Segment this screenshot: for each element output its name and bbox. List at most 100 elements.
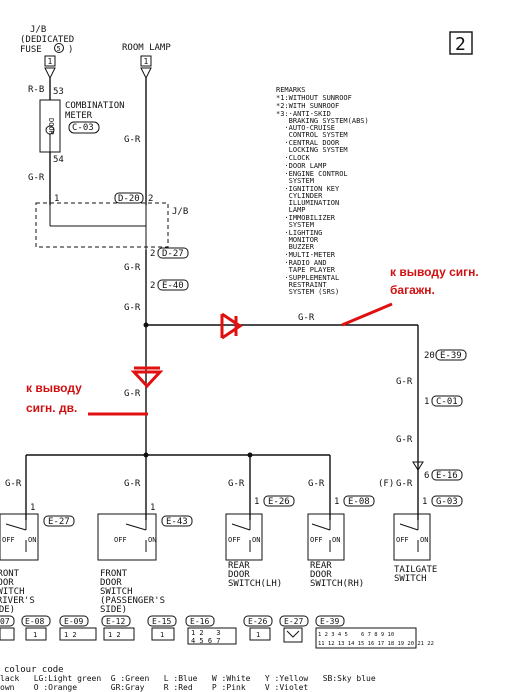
svg-text:SIDE): SIDE) bbox=[0, 605, 15, 615]
tailgate-switch: 1 G-03 OFF ON TAILGATE SWITCH bbox=[393, 495, 463, 584]
pin-54: 54 bbox=[53, 155, 64, 165]
remarks-line: ·DOOR LAMP bbox=[276, 162, 327, 170]
term-box-left bbox=[44, 55, 56, 67]
remarks-line: BUZZER bbox=[276, 243, 315, 251]
jb-conn-bottom: D-27 bbox=[162, 249, 184, 259]
svg-text:1: 1 bbox=[30, 503, 35, 513]
svg-text:OFF: OFF bbox=[310, 536, 323, 544]
remarks-line: ·MULTI-METER bbox=[276, 251, 336, 259]
svg-text:ON: ON bbox=[148, 536, 156, 544]
remarks-line: TAPE PLAYER bbox=[276, 266, 336, 274]
remarks: REMARKS *1:WITHOUT SUNROOF *2:WITH SUNRO… bbox=[276, 86, 369, 296]
remarks-line: CYLINDER bbox=[276, 192, 323, 200]
svg-text:07: 07 bbox=[0, 617, 10, 626]
jb-label: J/B bbox=[172, 207, 188, 217]
dedicated-label: (DEDICATED bbox=[20, 35, 74, 45]
svg-text:1: 1 bbox=[33, 631, 37, 639]
svg-text:(DRIVER'S: (DRIVER'S bbox=[0, 596, 35, 606]
remarks-line: ·CENTRAL DOOR bbox=[276, 139, 340, 147]
trunk-diode-icon bbox=[220, 312, 243, 340]
svg-text:TAILGATE: TAILGATE bbox=[394, 565, 437, 575]
remarks-line: *2:WITH SUNROOF bbox=[276, 102, 339, 110]
wire-gr-tail-2: G-R bbox=[396, 435, 413, 445]
remarks-line: ·ENGINE CONTROL bbox=[276, 170, 348, 178]
pin-e16: 6 bbox=[424, 471, 429, 481]
wire-gr-b4: G-R bbox=[308, 479, 325, 489]
svg-text:ON: ON bbox=[28, 536, 36, 544]
svg-text:1: 1 bbox=[256, 631, 260, 639]
svg-text:E-16: E-16 bbox=[190, 617, 209, 626]
fuse-close: ) bbox=[68, 45, 73, 55]
combination-label-1: COMBINATION bbox=[65, 101, 125, 111]
room-lamp-arrow-icon bbox=[140, 67, 152, 80]
trunk-annotation-1: к выводу сигн. bbox=[390, 265, 479, 279]
wire-gr-main-1: G-R bbox=[124, 263, 141, 273]
front-door-switch-passenger: 1 E-43 OFF ON FRONT DOOR SWITCH (PASSENG… bbox=[97, 503, 193, 615]
conn-e16: E-16 bbox=[436, 471, 458, 481]
svg-text:1: 1 bbox=[254, 497, 259, 507]
f-label: (F) bbox=[378, 479, 394, 489]
remarks-line: LAMP bbox=[276, 206, 306, 214]
svg-text:G-03: G-03 bbox=[436, 497, 458, 507]
svg-text:ON: ON bbox=[332, 536, 340, 544]
term-left: 1 bbox=[48, 57, 53, 66]
svg-text:1 2 3 4 5 6 7 8 9 10: 1 2 3 4 5 6 7 8 9 10 bbox=[318, 632, 394, 638]
svg-text:1: 1 bbox=[150, 503, 155, 513]
remarks-line: LOCKING SYSTEM bbox=[276, 146, 348, 154]
svg-text:4 5 6 7: 4 5 6 7 bbox=[191, 637, 221, 645]
page-number: 2 bbox=[455, 34, 466, 55]
svg-text:1: 1 bbox=[160, 631, 164, 639]
remarks-line: CONTROL SYSTEM bbox=[276, 131, 348, 139]
remarks-line: SYSTEM bbox=[276, 221, 314, 229]
svg-text:E-15: E-15 bbox=[152, 617, 171, 626]
jb-conn-top: D-20 bbox=[118, 194, 140, 204]
wire-gr-b3: G-R bbox=[228, 479, 245, 489]
svg-text:REAR: REAR bbox=[228, 561, 250, 571]
trunk-annotation-2: багажн. bbox=[390, 283, 435, 297]
remarks-line: ·AUTO-CRUISE bbox=[276, 124, 335, 132]
term-box-right bbox=[140, 55, 152, 67]
fuse-label: FUSE bbox=[20, 45, 42, 55]
remarks-line: ·RADIO AND bbox=[276, 259, 327, 267]
conn-c01: C-01 bbox=[436, 397, 458, 407]
door-diode-icon bbox=[130, 366, 164, 389]
svg-text:SWITCH(RH): SWITCH(RH) bbox=[310, 579, 364, 589]
wire-rb: R-B bbox=[28, 85, 44, 95]
term-right: 1 bbox=[144, 57, 149, 66]
page-number-box bbox=[449, 31, 473, 55]
svg-text:E-08: E-08 bbox=[348, 497, 370, 507]
remarks-line: *3:·ANTI-SKID bbox=[276, 110, 331, 118]
svg-text:1: 1 bbox=[334, 497, 339, 507]
svg-text:DOOR: DOOR bbox=[310, 570, 332, 580]
svg-text:E-12: E-12 bbox=[106, 617, 125, 626]
svg-text:E-39: E-39 bbox=[320, 617, 339, 626]
wire-gr-left: G-R bbox=[28, 173, 45, 183]
svg-text:REAR: REAR bbox=[310, 561, 332, 571]
wire-gr-main-2: G-R bbox=[124, 303, 141, 313]
remarks-line: BRAKING SYSTEM(ABS) bbox=[276, 117, 369, 125]
wire-gr-b1: G-R bbox=[5, 479, 22, 489]
remarks-line: ·LIGHTING bbox=[276, 229, 322, 237]
front-door-switch-driver: 1 E-27 OFF ON FRONT DOOR SWITCH (DRIVER'… bbox=[0, 503, 75, 615]
connector-mark-icon bbox=[286, 630, 300, 638]
svg-text:ON: ON bbox=[252, 536, 260, 544]
svg-text:(PASSENGER'S: (PASSENGER'S bbox=[100, 596, 165, 606]
remarks-title: REMARKS bbox=[276, 86, 306, 94]
svg-text:FRONT: FRONT bbox=[0, 569, 20, 579]
room-lamp-label: ROOM LAMP bbox=[122, 43, 171, 53]
svg-text:DOOR: DOOR bbox=[228, 570, 250, 580]
svg-text:1 2: 1 2 bbox=[64, 631, 77, 639]
wire-gr-room: G-R bbox=[124, 135, 141, 145]
conn-e39: E-39 bbox=[440, 351, 462, 361]
svg-text:OFF: OFF bbox=[228, 536, 241, 544]
remarks-line: ILLUMINATION bbox=[276, 199, 339, 207]
wire-gr-main-3: G-R bbox=[124, 389, 141, 399]
door-annotation-1: к выводу bbox=[26, 381, 82, 395]
jb-pin-left: 1 bbox=[54, 194, 59, 204]
svg-text:ON: ON bbox=[420, 536, 428, 544]
fuse-number: 5 bbox=[57, 45, 61, 53]
svg-text:OFF: OFF bbox=[2, 536, 15, 544]
svg-text:1: 1 bbox=[422, 497, 427, 507]
colour-code-row-2: own O :Orange GR:Gray R :Red P :Pink V :… bbox=[0, 683, 308, 692]
svg-text:1 2 3: 1 2 3 bbox=[191, 629, 221, 637]
